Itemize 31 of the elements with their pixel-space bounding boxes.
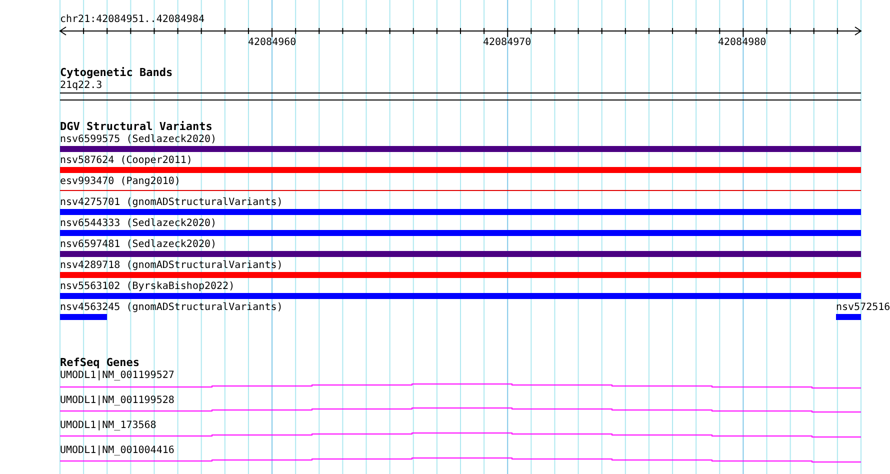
track-title: RefSeq Genes: [60, 357, 140, 369]
coordinate-label: chr21:42084951..42084984: [60, 14, 204, 26]
variant-bar: [836, 314, 861, 320]
variant-bar: [60, 251, 861, 257]
variant-bar: [60, 293, 861, 299]
feature-label: nsv6597481 (Sedlazeck2020): [60, 239, 217, 251]
track-title: DGV Structural Variants: [60, 121, 212, 133]
feature-label: nsv572516: [836, 302, 890, 314]
tick-label: 42084960: [248, 37, 298, 49]
track-title: Cytogenetic Bands: [60, 67, 173, 79]
feature-label: nsv6544333 (Sedlazeck2020): [60, 218, 217, 230]
feature-label: esv993470 (Pang2010): [60, 176, 180, 188]
variant-bar: [60, 209, 861, 215]
feature-label: nsv4289718 (gnomADStructuralVariants): [60, 260, 283, 272]
gene-label: UMODL1|NM_001004416: [60, 445, 174, 457]
gene-label: UMODL1|NM_001199528: [60, 395, 174, 407]
variant-bar: [60, 230, 861, 236]
feature-label: nsv587624 (Cooper2011): [60, 155, 192, 167]
feature-label: nsv4563245 (gnomADStructuralVariants): [60, 302, 283, 314]
variant-bar: [60, 167, 861, 173]
tick-label: 42084970: [483, 37, 532, 49]
variant-bar: [60, 272, 861, 278]
feature-label: nsv4275701 (gnomADStructuralVariants): [60, 197, 283, 209]
feature-label: nsv5563102 (ByrskaBishop2022): [60, 281, 235, 293]
variant-bar: [60, 146, 861, 152]
feature-label: nsv6599575 (Sedlazeck2020): [60, 134, 217, 146]
gene-label: UMODL1|NM_001199527: [60, 370, 174, 382]
band-label: 21q22.3: [60, 80, 102, 92]
variant-bar: [60, 314, 108, 320]
gene-label: UMODL1|NM_173568: [60, 420, 156, 432]
tick-label: 42084980: [718, 37, 768, 49]
